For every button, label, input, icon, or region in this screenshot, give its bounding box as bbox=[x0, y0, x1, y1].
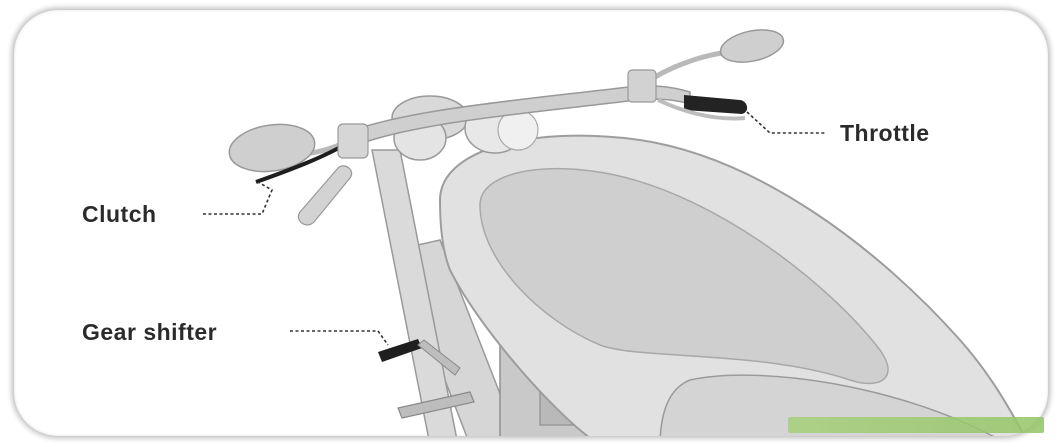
clutch-leader bbox=[203, 182, 272, 214]
clutch-label: Clutch bbox=[82, 201, 157, 228]
caption-banner bbox=[788, 417, 1044, 433]
left-switch bbox=[338, 124, 368, 158]
right-mirror bbox=[718, 25, 787, 68]
throttle-leader bbox=[747, 112, 826, 133]
gear-leader bbox=[290, 331, 388, 345]
throttle-label: Throttle bbox=[840, 120, 930, 147]
left-grip bbox=[298, 166, 351, 225]
throttle-housing bbox=[628, 70, 656, 102]
left-mirror bbox=[226, 119, 318, 177]
gear-shifter-label: Gear shifter bbox=[82, 319, 217, 346]
